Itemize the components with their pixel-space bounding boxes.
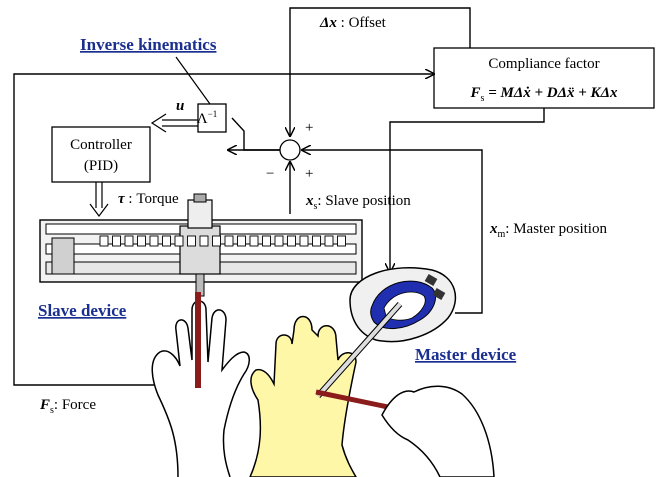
inverse-kinematics-label: Inverse kinematics [80, 35, 217, 54]
sum-to-inverse-wire [231, 117, 280, 151]
master-hand-illustration [249, 315, 357, 477]
controller-pid-label: (PID) [84, 158, 118, 174]
controller-label: Controller [70, 137, 132, 153]
rail-cell [274, 235, 284, 247]
rail-cell [224, 235, 234, 247]
master-position-wire [302, 150, 483, 314]
inverse-jacobian-symbol: Λ−1 [197, 109, 217, 127]
rail-cell [187, 235, 196, 247]
force-feedback-wire [13, 74, 434, 386]
rail-cell [174, 235, 184, 247]
rail-cell [324, 235, 334, 247]
sum-minus-left: − [266, 166, 274, 182]
rail-cell [212, 235, 221, 247]
rail-cell [124, 235, 134, 247]
slave-position-label: xs: Slave position [305, 193, 411, 212]
summing-junction [279, 139, 301, 161]
rail-cell [287, 235, 296, 247]
inverse-kinematics-leader [175, 56, 211, 105]
u-arrowhead [150, 113, 167, 133]
writing-hand-illustration [381, 385, 495, 477]
compliance-equation: Fs = MΔẋ + DΔẍ + KΔx [470, 85, 618, 104]
torque-label: τ : Torque [118, 191, 179, 207]
rail-cell [299, 235, 309, 247]
rail-cell [199, 235, 209, 247]
controller-box [51, 126, 151, 183]
slave-device-illustration [39, 193, 363, 297]
master-device-label: Master device [415, 345, 517, 364]
rail-cell [149, 235, 159, 247]
master-position-label: xm: Master position [489, 221, 607, 240]
slave-device-label: Slave device [38, 301, 127, 320]
rail-cell [249, 235, 259, 247]
torque-arrowhead [89, 203, 109, 217]
rail-cell [112, 235, 121, 247]
inverse-jacobian-block [197, 103, 227, 133]
u-signal-arrow [162, 119, 198, 127]
offset-label: Δx : Offset [319, 15, 387, 31]
force-label: Fs: Force [39, 397, 96, 416]
sum-plus-bottom: + [305, 166, 313, 182]
u-label: u [176, 98, 184, 114]
compliance-to-master-wire [390, 108, 545, 272]
rail-cell [162, 235, 171, 247]
offset-wire [290, 7, 471, 136]
master-device-illustration [315, 266, 457, 398]
torque-arrow [95, 182, 103, 208]
rail-cell [137, 235, 146, 247]
rail-cell [99, 235, 109, 247]
sum-plus-top: + [305, 120, 313, 136]
rail-cell [337, 235, 346, 247]
slave-rail-cells [99, 235, 346, 247]
rail-cell [237, 235, 246, 247]
compliance-title: Compliance factor [488, 56, 599, 72]
slave-hand-illustration [151, 300, 250, 477]
rail-cell [262, 235, 271, 247]
rail-cell [312, 235, 321, 247]
